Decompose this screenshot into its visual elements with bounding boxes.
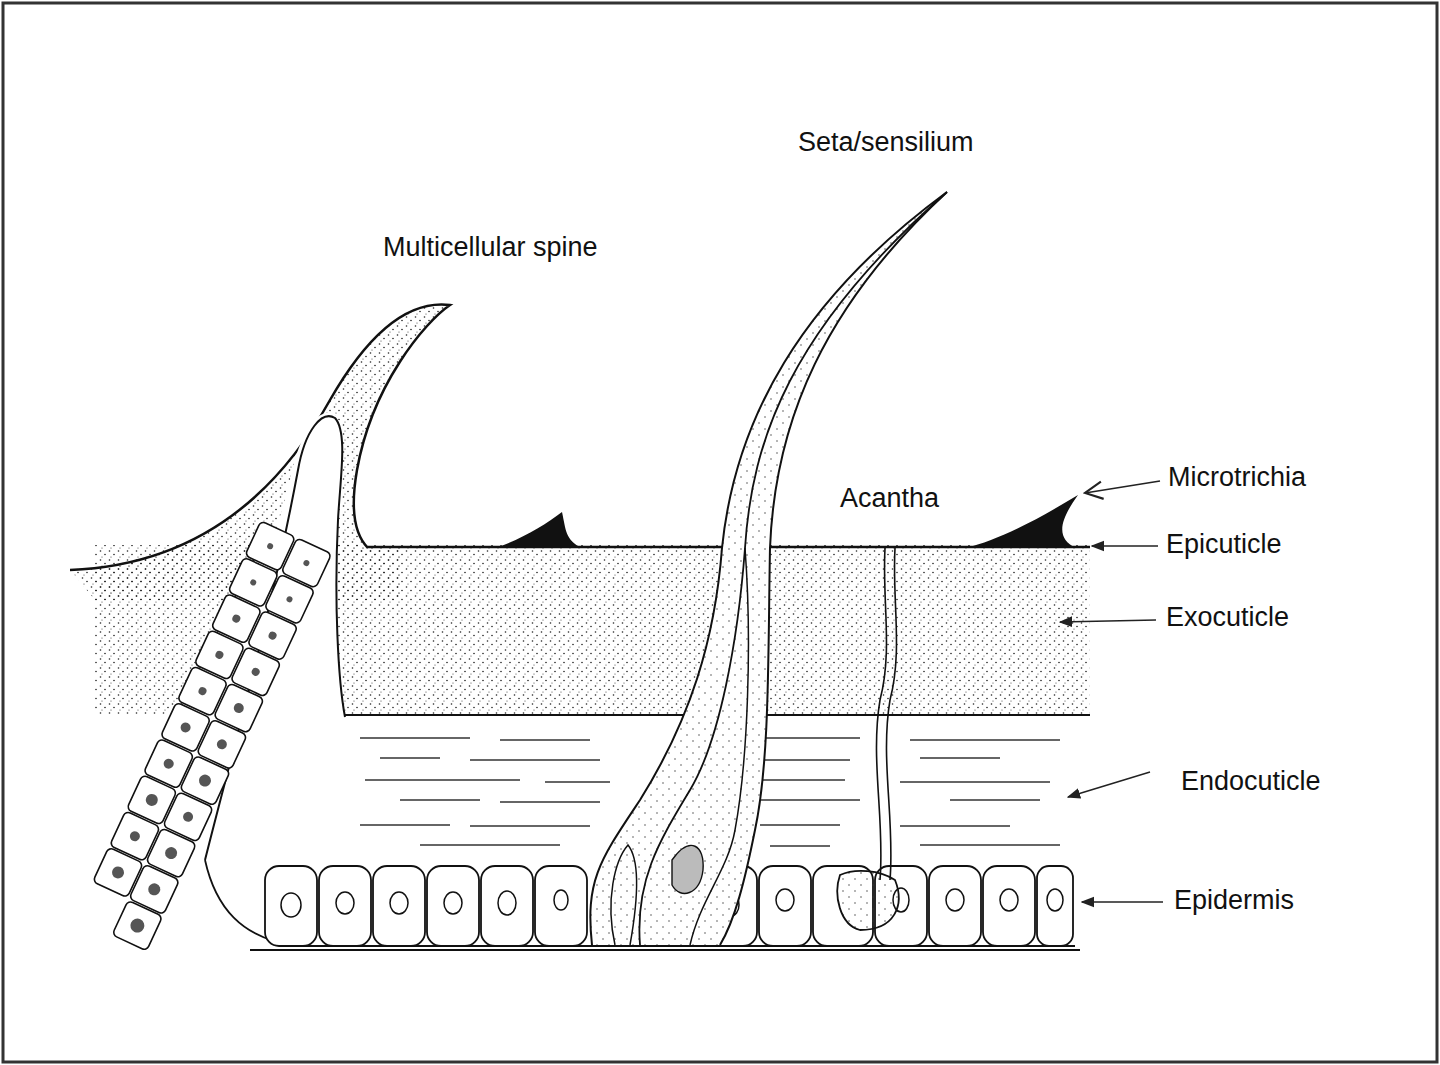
acantha-cell xyxy=(837,871,898,930)
spine-lumen xyxy=(120,413,345,870)
leader-arrow xyxy=(1085,481,1160,493)
seta-ground xyxy=(590,192,947,945)
spine-cells xyxy=(76,521,332,951)
seta-tormogen xyxy=(611,845,637,945)
seta-nucleus xyxy=(672,846,703,894)
leader-arrow xyxy=(1068,772,1150,797)
part-label: Microtrichia xyxy=(1168,461,1306,493)
acantha-wall xyxy=(876,548,886,880)
part-label: Seta/sensilium xyxy=(798,126,974,158)
leader-arrow xyxy=(1060,620,1156,622)
seta-shaft xyxy=(639,192,947,945)
frame xyxy=(3,3,1437,1062)
part-label: Epicuticle xyxy=(1166,528,1282,560)
leader-arrow xyxy=(1092,545,1158,547)
microtrichium xyxy=(495,512,582,548)
part-label: Acantha xyxy=(840,482,939,514)
part-label: Epidermis xyxy=(1174,884,1294,916)
leader-arrow xyxy=(1082,901,1163,903)
acantha-wall xyxy=(886,548,896,880)
part-label: Exocuticle xyxy=(1166,601,1289,633)
part-label: Endocuticle xyxy=(1181,765,1321,797)
seta-socket xyxy=(590,192,947,945)
part-label: Multicellular spine xyxy=(383,231,598,263)
spine-body xyxy=(70,304,450,600)
microtrichium xyxy=(965,495,1078,548)
